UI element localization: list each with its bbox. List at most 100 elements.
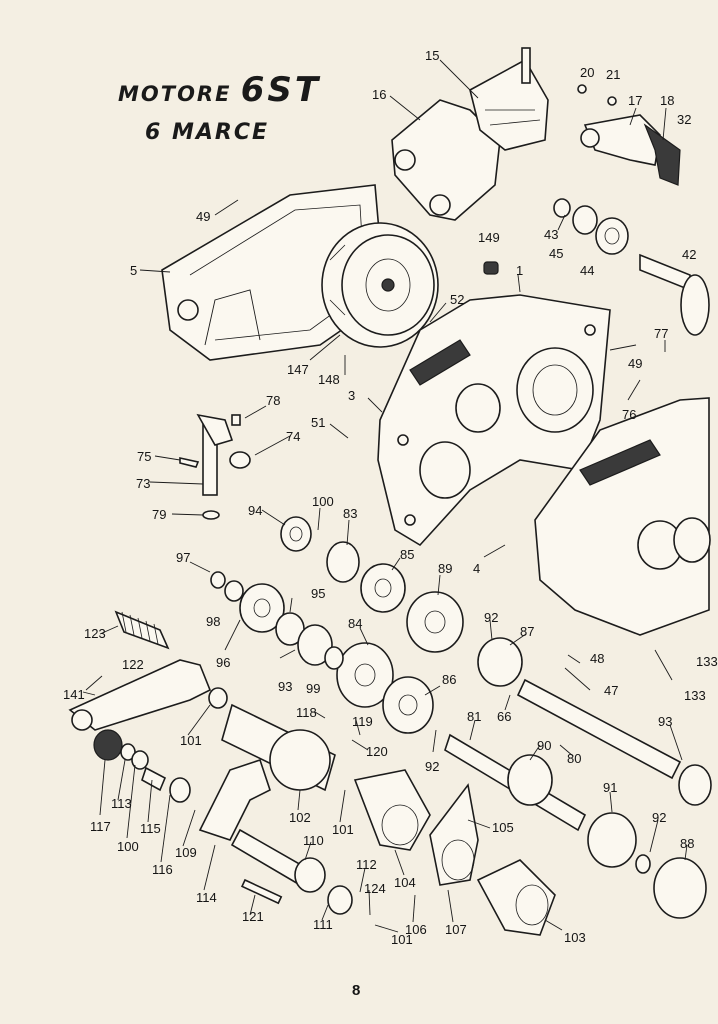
crankcase-half-right <box>534 397 711 636</box>
part-label: 17 <box>628 93 643 108</box>
part-label: 111 <box>313 917 333 932</box>
part-label: 15 <box>425 48 440 63</box>
part-label: 104 <box>394 875 416 890</box>
page-number: 8 <box>352 982 361 999</box>
part-label: 99 <box>306 681 321 696</box>
part-label: 94 <box>248 503 263 518</box>
part-label: 92 <box>652 810 667 825</box>
part-label: 113 <box>111 796 132 811</box>
part-label: 1 <box>516 263 524 278</box>
part-label: 49 <box>196 209 211 224</box>
part-label: 116 <box>152 862 173 877</box>
part-label: 148 <box>318 372 340 387</box>
part-label: 95 <box>311 586 326 601</box>
part-label: 16 <box>372 87 387 102</box>
gearbox-gears <box>210 516 523 734</box>
part-label: 105 <box>492 820 514 835</box>
part-label: 123 <box>84 626 106 641</box>
part-label: 90 <box>537 738 552 753</box>
part-label: 93 <box>278 679 293 694</box>
part-label: 91 <box>603 780 618 795</box>
part-label: 81 <box>467 709 482 724</box>
part-label: 112 <box>356 857 377 872</box>
part-label: 52 <box>450 292 465 307</box>
part-label: 93 <box>658 714 673 729</box>
crankcase-half-left <box>377 294 611 547</box>
part-label: 149 <box>478 230 500 245</box>
part-label: 133 <box>684 688 706 703</box>
part-label: 86 <box>442 672 457 687</box>
part-label: 47 <box>604 683 619 698</box>
part-label: 101 <box>391 932 413 947</box>
part-label: 18 <box>660 93 675 108</box>
part-label: 76 <box>622 407 637 422</box>
part-label: 92 <box>484 610 499 625</box>
part-label: 98 <box>206 614 221 629</box>
part-label: 100 <box>117 839 139 854</box>
part-label: 87 <box>520 624 535 639</box>
part-label: 110 <box>303 833 324 848</box>
bearings-and-seals-top <box>483 198 710 336</box>
part-label: 84 <box>348 616 363 631</box>
part-label: 74 <box>286 429 301 444</box>
part-label: 106 <box>405 922 427 937</box>
part-label: 4 <box>473 561 481 576</box>
part-label: 32 <box>677 112 692 127</box>
part-label: 88 <box>680 836 695 851</box>
part-label: 147 <box>287 362 309 377</box>
part-label: 102 <box>289 810 311 825</box>
part-label: 109 <box>175 845 197 860</box>
part-label: 3 <box>348 388 356 403</box>
title-model: 6ST <box>240 70 322 110</box>
kickstart-shaft-parts <box>179 413 251 520</box>
flywheel-magneto <box>321 222 439 348</box>
part-label: 89 <box>438 561 453 576</box>
carburetor-assembly <box>391 47 549 221</box>
part-label: 101 <box>180 733 202 748</box>
part-label: 124 <box>364 881 386 896</box>
part-label: 48 <box>590 651 605 666</box>
part-label: 122 <box>122 657 144 672</box>
part-label: 66 <box>497 709 512 724</box>
part-label: 51 <box>311 415 326 430</box>
part-label: 20 <box>580 65 595 80</box>
part-label: 75 <box>137 449 152 464</box>
part-label: 42 <box>682 247 697 262</box>
part-label: 118 <box>296 705 317 720</box>
part-label: 96 <box>216 655 231 670</box>
part-label: 73 <box>136 476 151 491</box>
part-label: 97 <box>176 550 191 565</box>
part-label: 78 <box>266 393 281 408</box>
part-label: 45 <box>549 246 564 261</box>
part-label: 120 <box>366 744 388 759</box>
part-label: 44 <box>580 263 595 278</box>
part-label: 79 <box>152 507 167 522</box>
part-label: 85 <box>400 547 415 562</box>
part-label: 92 <box>425 759 440 774</box>
part-label: 49 <box>628 356 643 371</box>
part-label: 21 <box>606 67 621 82</box>
part-label: 101 <box>332 822 354 837</box>
part-label: 107 <box>445 922 467 937</box>
part-label: 119 <box>352 714 373 729</box>
part-label: 80 <box>567 751 582 766</box>
engine-title: MOTORE 6ST <box>118 70 321 110</box>
part-label: 141 <box>63 687 85 702</box>
part-label: 83 <box>343 506 358 521</box>
part-label: 133 <box>696 654 718 669</box>
part-label: 114 <box>196 890 217 905</box>
part-label: 43 <box>544 227 559 242</box>
engine-subtitle: 6 MARCE <box>145 120 269 145</box>
gear-selector-drum-and-forks <box>198 703 556 936</box>
part-label: 100 <box>312 494 334 509</box>
title-prefix: MOTORE <box>118 82 232 106</box>
part-label: 5 <box>130 263 138 278</box>
gearbox-shafts <box>444 678 712 919</box>
kickstart-lever-and-spring <box>68 610 228 803</box>
part-label: 77 <box>654 326 669 341</box>
part-label: 115 <box>140 821 161 836</box>
callout-lines <box>82 59 688 933</box>
part-label: 117 <box>90 819 111 834</box>
part-label: 121 <box>242 909 264 924</box>
